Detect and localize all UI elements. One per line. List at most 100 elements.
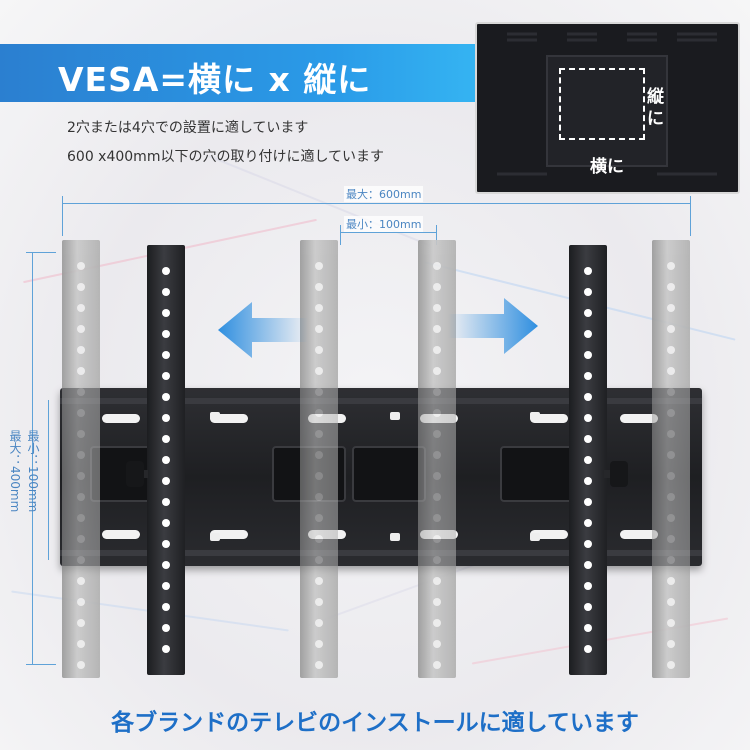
plate-slot [102, 530, 140, 539]
arm-hole [667, 367, 675, 375]
height-max-label: 最大：400mm [8, 430, 22, 513]
arm-hole [433, 535, 441, 543]
plate-window [500, 446, 574, 502]
arm-hole [433, 304, 441, 312]
arrow-right-icon [448, 298, 538, 354]
arm-hole [584, 624, 592, 632]
plate-slot [530, 414, 568, 423]
arrow-left-icon [218, 302, 308, 358]
plate-square-hole [530, 533, 540, 541]
tv-vertical-label: 縦 に [647, 87, 664, 129]
arm-hole [667, 556, 675, 564]
feature-line-size: 600 x400mm以下の穴の取り付けに適しています [67, 149, 385, 165]
width-min-dimension-line [340, 232, 436, 233]
plate-ridge [60, 550, 702, 556]
vertical-arm-ghost-front [652, 240, 690, 678]
arm-hole [667, 283, 675, 291]
arm-hole [315, 304, 323, 312]
arm-hole [667, 430, 675, 438]
arm-hole [315, 493, 323, 501]
arm-hole [667, 451, 675, 459]
tilt-knob [610, 461, 628, 487]
height-min-dimension-line [48, 400, 49, 560]
arm-hole [77, 367, 85, 375]
arm-hole [77, 640, 85, 648]
arm-hole [584, 351, 592, 359]
width-max-label: 最大：600mm [344, 186, 424, 202]
vertical-arm-left [147, 245, 185, 675]
arm-hole [162, 288, 170, 296]
arm-hole [433, 598, 441, 606]
arm-hole [433, 577, 441, 585]
arm-hole [315, 283, 323, 291]
arm-hole [77, 451, 85, 459]
title-banner [0, 44, 478, 102]
arm-hole [77, 262, 85, 270]
arm-hole [433, 640, 441, 648]
arm-hole [77, 598, 85, 606]
plate-square-hole [210, 533, 220, 541]
plate-slot [620, 530, 658, 539]
plate-slot [620, 414, 658, 423]
arm-hole [584, 582, 592, 590]
arm-hole [433, 556, 441, 564]
arm-hole [667, 409, 675, 417]
arm-hole [433, 430, 441, 438]
arm-hole [584, 393, 592, 401]
arm-hole [433, 514, 441, 522]
arm-hole [667, 514, 675, 522]
width-min-label: 最小：100mm [344, 216, 424, 232]
arm-hole [315, 346, 323, 354]
arm-hole [162, 519, 170, 527]
arm-hole [162, 498, 170, 506]
arm-hole [433, 262, 441, 270]
arm-hole [667, 619, 675, 627]
arm-hole [315, 598, 323, 606]
vertical-arm-ghost-front [418, 240, 456, 678]
width-max-tick-left [62, 196, 63, 236]
arm-hole [77, 661, 85, 669]
arm-hole [162, 351, 170, 359]
page-title: VESA=横に x 縦に [58, 60, 372, 99]
arm-hole [315, 577, 323, 585]
arm-hole [433, 325, 441, 333]
arm-hole [584, 414, 592, 422]
arm-hole [162, 414, 170, 422]
arm-hole [315, 325, 323, 333]
tv-horizontal-label: 横に [590, 157, 624, 177]
arm-hole [315, 388, 323, 396]
arm-hole [584, 477, 592, 485]
arm-hole [162, 372, 170, 380]
arm-hole [433, 388, 441, 396]
arm-hole [667, 262, 675, 270]
arm-hole [584, 309, 592, 317]
plate-slot [210, 414, 248, 423]
arm-hole [584, 456, 592, 464]
arm-hole [433, 493, 441, 501]
arm-hole [77, 556, 85, 564]
plate-slot [210, 530, 248, 539]
plate-square-hole [390, 533, 400, 541]
vertical-arm-ghost-front [300, 240, 338, 678]
arm-hole [584, 498, 592, 506]
arm-hole [77, 283, 85, 291]
width-min-tick-right [436, 225, 437, 245]
arm-hole [77, 430, 85, 438]
arm-hole [162, 330, 170, 338]
vertical-arm-right [569, 245, 607, 675]
plate-square-hole [530, 412, 540, 420]
height-min-label: 最小：100mm [26, 430, 40, 513]
arm-hole [433, 472, 441, 480]
arm-hole [77, 493, 85, 501]
arm-hole [77, 409, 85, 417]
arm-hole [77, 304, 85, 312]
arm-hole [667, 493, 675, 501]
plate-square-hole [210, 412, 220, 420]
arm-hole [667, 304, 675, 312]
arm-hole [584, 372, 592, 380]
plate-slot [530, 530, 568, 539]
arm-hole [433, 346, 441, 354]
arm-hole [162, 267, 170, 275]
arm-hole [433, 661, 441, 669]
